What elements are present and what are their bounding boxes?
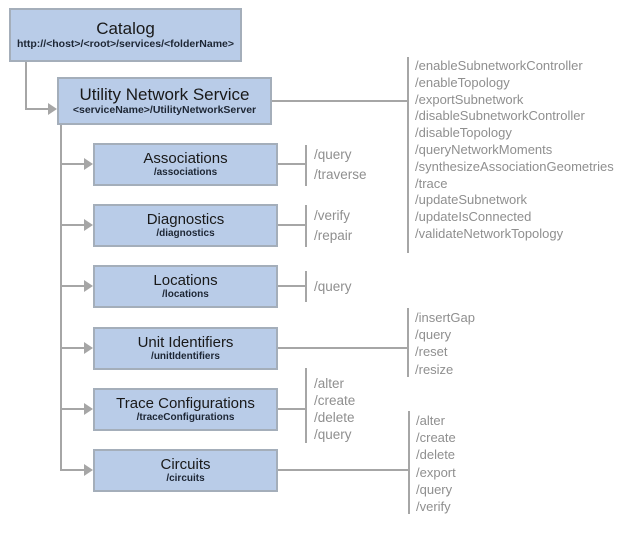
operation-label: /insertGap: [415, 310, 475, 325]
connector-catalog-spine-vertical: [25, 62, 27, 110]
arrowhead-to-trace-configurations: [84, 403, 93, 415]
arrowhead-to-unit-identifiers: [84, 342, 93, 354]
operation-label: /validateNetworkTopology: [415, 225, 564, 241]
bracket-locations-operations: [305, 271, 307, 302]
operation-label: /updateIsConnected: [415, 209, 532, 225]
operation-label: /export: [416, 464, 456, 480]
connector-catalog-spine-horizontal: [25, 108, 48, 110]
circuits-title: Circuits: [160, 455, 211, 473]
operation-label: /enableTopology: [415, 74, 510, 90]
unit-identifiers-path: /unitIdentifiers: [151, 350, 220, 362]
operation-label: /alter: [416, 413, 445, 428]
associations-node: Associations /associations: [93, 143, 278, 186]
connector-branch-unit-identifiers: [60, 347, 85, 349]
operation-label: /exportSubnetwork: [415, 91, 524, 107]
connector-associations-operations: [278, 163, 305, 165]
catalog-node: Catalog http://<host>/<root>/services/<f…: [9, 8, 242, 62]
unit-identifiers-operations-list: /insertGap/query/reset/resize: [415, 309, 475, 378]
circuits-path: /circuits: [166, 472, 205, 484]
circuits-node: Circuits /circuits: [93, 449, 278, 492]
bracket-trace-configurations-operations: [305, 368, 307, 443]
arrowhead-to-circuits: [84, 464, 93, 476]
operation-label: /synthesizeAssociationGeometries: [415, 158, 614, 174]
operation-label: /disableSubnetworkController: [415, 108, 585, 124]
associations-path: /associations: [153, 166, 218, 178]
locations-node: Locations /locations: [93, 265, 278, 308]
operation-label: /create: [314, 393, 356, 408]
arrowhead-catalog-to-service: [48, 103, 57, 115]
connector-branch-circuits: [60, 469, 85, 471]
diagnostics-title: Diagnostics: [146, 210, 225, 228]
arrowhead-to-locations: [84, 280, 93, 292]
locations-title: Locations: [153, 271, 218, 289]
diagnostics-node: Diagnostics /diagnostics: [93, 204, 278, 247]
catalog-url: http://<host>/<root>/services/<folderNam…: [16, 38, 235, 51]
bracket-diagnostics-operations: [305, 205, 307, 247]
bracket-unit-identifiers-operations: [407, 308, 409, 377]
operation-label: /resize: [415, 361, 454, 377]
trace-configurations-node: Trace Configurations /traceConfiguration…: [93, 388, 278, 431]
connector-locations-operations: [278, 285, 305, 287]
connector-trace-configurations-operations: [278, 408, 305, 410]
connector-unit-identifiers-operations: [278, 347, 407, 349]
operation-label: /traverse: [314, 167, 367, 182]
operation-label: /trace: [415, 175, 448, 191]
associations-title: Associations: [143, 149, 228, 167]
catalog-title: Catalog: [96, 18, 155, 38]
operation-label: /queryNetworkMoments: [415, 141, 553, 157]
operation-label: /query: [416, 481, 453, 497]
trace-configurations-title: Trace Configurations: [116, 394, 255, 412]
service-title: Utility Network Service: [79, 84, 250, 104]
operation-label: /delete: [416, 447, 456, 463]
operation-label: /alter: [314, 376, 345, 391]
service-operations-list: /enableSubnetworkController/enableTopolo…: [415, 58, 614, 243]
bracket-service-operations: [407, 57, 409, 253]
circuits-operations-list: /alter/create/delete/export/query/verify: [416, 412, 456, 515]
connector-diagnostics-operations: [278, 224, 305, 226]
unit-identifiers-node: Unit Identifiers /unitIdentifiers: [93, 327, 278, 370]
diagnostics-path: /diagnostics: [156, 227, 215, 239]
bracket-associations-operations: [305, 145, 307, 186]
operation-label: /query: [314, 427, 352, 442]
connector-branch-diagnostics: [60, 224, 85, 226]
diagnostics-operations-list: /verify/repair: [314, 206, 352, 246]
trace-configurations-operations-list: /alter/create/delete/query: [314, 375, 355, 443]
arrowhead-to-diagnostics: [84, 219, 93, 231]
connector-branch-trace-configurations: [60, 408, 85, 410]
operation-label: /disableTopology: [415, 125, 512, 141]
service-node: Utility Network Service <serviceName>/Ut…: [57, 77, 272, 125]
unit-identifiers-title: Unit Identifiers: [137, 333, 234, 351]
connector-branch-locations: [60, 285, 85, 287]
service-path: <serviceName>/UtilityNetworkServer: [72, 104, 257, 117]
connector-service-spine-vertical: [60, 125, 62, 471]
operation-label: /create: [416, 430, 456, 446]
operation-label: /query: [314, 279, 352, 294]
arrowhead-to-associations: [84, 158, 93, 170]
operation-label: /query: [314, 147, 352, 162]
operation-label: /updateSubnetwork: [415, 192, 528, 208]
trace-configurations-path: /traceConfigurations: [136, 411, 235, 423]
operation-label: /delete: [314, 410, 355, 425]
operation-label: /enableSubnetworkController: [415, 58, 583, 73]
operation-label: /verify: [416, 499, 451, 515]
operation-label: /reset: [415, 344, 448, 360]
connector-service-operations: [272, 100, 407, 102]
associations-operations-list: /query/traverse: [314, 145, 367, 185]
locations-path: /locations: [162, 288, 209, 300]
operation-label: /repair: [314, 228, 353, 243]
operation-label: /verify: [314, 208, 351, 223]
connector-circuits-operations: [278, 469, 408, 471]
connector-branch-associations: [60, 163, 85, 165]
bracket-circuits-operations: [408, 411, 410, 514]
operation-label: /query: [415, 327, 452, 343]
locations-operations-list: /query: [314, 278, 352, 296]
